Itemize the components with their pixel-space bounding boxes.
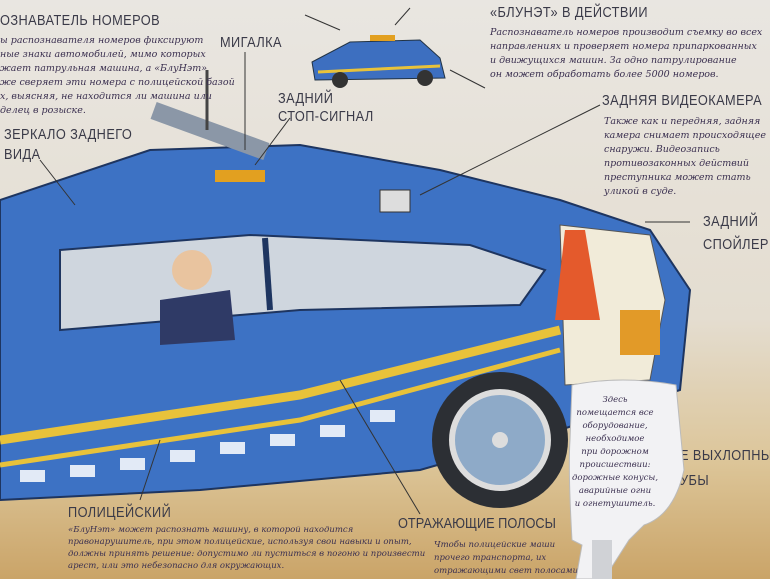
officer-text: «БлуНэт» может распознать машину, в кото… — [68, 525, 426, 571]
reflective-heading: ОТРАЖАЮЩИЕ ПОЛОСЫ — [398, 515, 556, 532]
exhaust-label-1: Е ВЫХЛОПНЫЕ — [680, 447, 770, 464]
brake-light-label-2: СТОП-СИГНАЛ — [278, 108, 374, 125]
mirror-label-2: ВИДА — [4, 146, 41, 163]
beacon-label: МИГАЛКА — [220, 34, 282, 51]
spoiler-label-1: ЗАДНИЙ — [703, 213, 759, 230]
mirror-label-1: ЗЕРКАЛО ЗАДНЕГО — [4, 126, 133, 143]
plate-reader-heading: ОЗНАВАТЕЛЬ НОМЕРОВ — [0, 12, 161, 29]
brake-light-label-1: ЗАДНИЙ — [278, 90, 334, 107]
rear-camera-heading: ЗАДНЯЯ ВИДЕОКАМЕРА — [602, 92, 763, 109]
in-action-text: Распознаватель номеров производит съемку… — [490, 27, 763, 80]
spoiler-label-2: СПОЙЛЕР — [703, 236, 769, 253]
small-patrol-car — [304, 7, 486, 89]
main-car — [0, 70, 692, 508]
leader-lines — [39, 52, 690, 515]
in-action-heading: «БЛУНЭТ» В ДЕЙСТВИИ — [490, 4, 648, 21]
officer-heading: ПОЛИЦЕЙСКИЙ — [68, 504, 172, 521]
exhaust-label-2: УБЫ — [680, 472, 710, 489]
